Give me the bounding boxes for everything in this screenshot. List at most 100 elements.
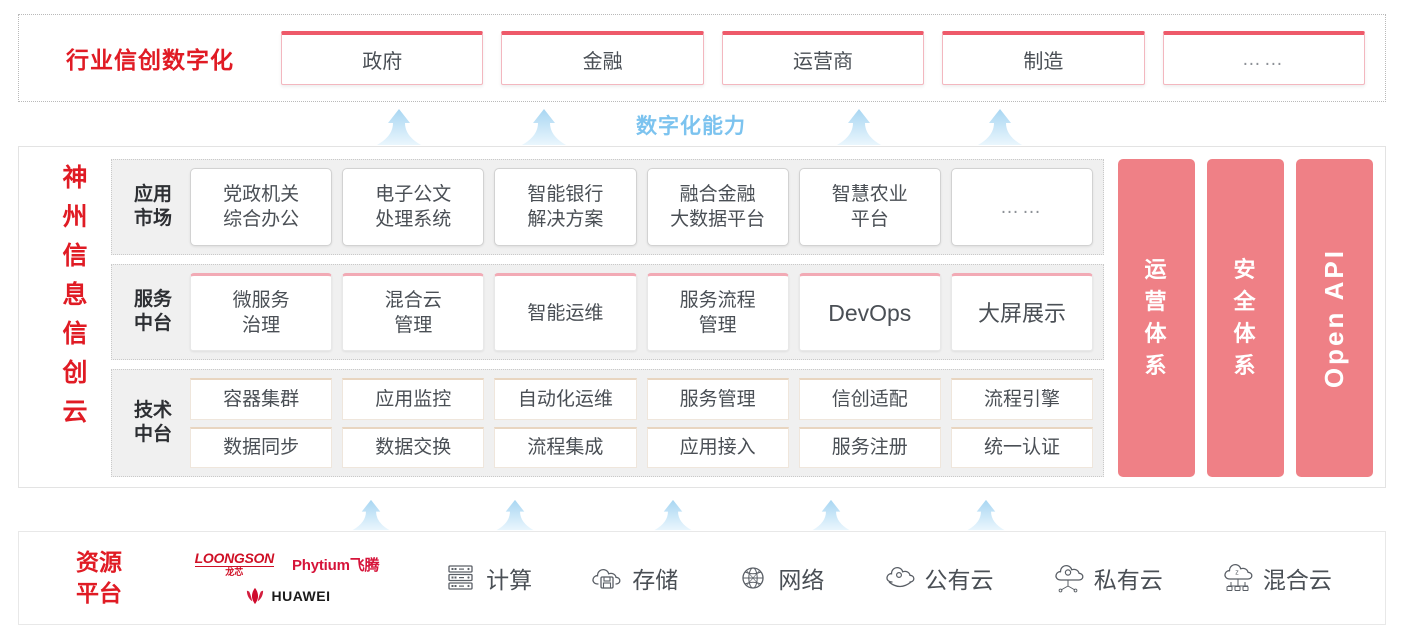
- cell-line2: 管理: [698, 315, 737, 336]
- cell-line1: 党政机关: [223, 184, 300, 205]
- cell-line2: 大数据平台: [670, 209, 766, 230]
- industry-card-operator[interactable]: 运营商: [721, 31, 925, 85]
- resource-item-label: 计算: [486, 567, 533, 593]
- pillar-open-api[interactable]: Open API: [1296, 159, 1373, 477]
- layer-label-line1: 服务: [133, 289, 172, 310]
- app-cell-e-document-system[interactable]: 电子公文处理系统: [342, 168, 485, 246]
- app-cell-smart-agriculture-platform[interactable]: 智慧农业平台: [798, 168, 941, 246]
- cell-line2: 综合办公: [223, 209, 300, 230]
- tech-cell-unified-auth[interactable]: 统一认证: [950, 426, 1094, 468]
- svc-cell-devops[interactable]: DevOps: [798, 273, 941, 351]
- app-cell-more[interactable]: ……: [950, 168, 1094, 246]
- industry-band-title: 行业信创数字化: [66, 47, 234, 73]
- up-arrow-icon: [521, 108, 567, 146]
- huawei-logo-text: HUAWEI: [271, 588, 331, 604]
- pillar-security-system[interactable]: 安全体系: [1207, 159, 1284, 477]
- cloud-layer-rows: 应用 市场 党政机关综合办公 电子公文处理系统 智能银行解决方案: [111, 159, 1104, 477]
- app-cell-party-gov-office[interactable]: 党政机关综合办公: [190, 168, 333, 246]
- tech-cell-process-integration[interactable]: 流程集成: [494, 426, 637, 468]
- cell-line1: 融合金融: [679, 184, 756, 205]
- resource-item-label: 存储: [632, 567, 679, 593]
- up-arrow-icon: [492, 499, 538, 531]
- up-arrow-icon: [977, 108, 1023, 146]
- svc-cell-microservice-governance[interactable]: 微服务治理: [190, 273, 333, 351]
- tech-cell-data-sync[interactable]: 数据同步: [190, 426, 333, 468]
- svc-cell-service-process-management[interactable]: 服务流程管理: [646, 273, 789, 351]
- vendor-logo-group: LOONGSON 龙芯 Phytium飞腾 HUAWEI: [159, 551, 415, 605]
- svg-text:z: z: [1235, 570, 1239, 577]
- layer-label-line2: 中台: [133, 313, 172, 334]
- cloud-platform-title: 神州信息信创云: [62, 164, 88, 426]
- tech-cell-data-exchange[interactable]: 数据交换: [342, 426, 485, 468]
- tech-platform-row-2: 数据同步 数据交换 流程集成 应用接入 服务注册 统一认证: [190, 426, 1094, 468]
- app-cell-finance-bigdata-platform[interactable]: 融合金融大数据平台: [646, 168, 789, 246]
- cloud-storage-icon: [592, 569, 621, 589]
- loongson-logo-cn: 龙芯: [225, 567, 244, 577]
- cell-line1: 混合云: [384, 290, 442, 311]
- cell-line2: 平台: [850, 209, 889, 230]
- svc-cell-hybrid-cloud-management[interactable]: 混合云管理: [342, 273, 485, 351]
- resource-item-label: 网络: [778, 567, 825, 593]
- up-arrow-icon: [963, 499, 1009, 531]
- layer-label-line1: 应用: [133, 184, 172, 205]
- svc-cell-intelligent-ops[interactable]: 智能运维: [494, 273, 637, 351]
- resource-platform-title: 资源 平台: [19, 547, 159, 609]
- up-arrow-icon: [376, 108, 422, 146]
- industry-card-manufacturing[interactable]: 制造: [942, 31, 1145, 85]
- layer-row-service-platform: 服务 中台 微服务治理 混合云管理 智能运维 服务流程管理: [111, 264, 1104, 360]
- cell-line2: 处理系统: [375, 209, 452, 230]
- resource-item-public-cloud[interactable]: 公有云: [883, 561, 994, 595]
- pillar-operations-system[interactable]: 运营体系: [1118, 159, 1195, 477]
- tech-platform-cells: 容器集群 应用监控 自动化运维 服务管理 信创适配 流程引擎 数据同步 数据交换…: [184, 378, 1094, 468]
- layer-label-service-platform: 服务 中台: [122, 288, 184, 336]
- tech-cell-service-management[interactable]: 服务管理: [646, 378, 789, 420]
- svc-cell-large-screen-display[interactable]: 大屏展示: [950, 273, 1094, 351]
- layer-row-tech-platform: 技术 中台 容器集群 应用监控 自动化运维 服务管理 信创适配 流程引擎: [111, 369, 1104, 477]
- cell-line1: 微服务: [232, 290, 290, 311]
- pillar-operations-label: 运营体系: [1144, 257, 1169, 378]
- layer-row-application-market: 应用 市场 党政机关综合办公 电子公文处理系统 智能银行解决方案: [111, 159, 1104, 255]
- server-icon: [448, 565, 473, 590]
- industry-card-finance[interactable]: 金融: [501, 31, 704, 85]
- resource-item-hybrid-cloud[interactable]: z 混合云: [1221, 561, 1332, 595]
- hybrid-cloud-icon: z: [1224, 564, 1253, 591]
- tech-cell-service-registry[interactable]: 服务注册: [798, 426, 941, 468]
- tech-platform-row-1: 容器集群 应用监控 自动化运维 服务管理 信创适配 流程引擎: [190, 378, 1094, 420]
- industry-band: 行业信创数字化 政府 金融 运营商 制造 ……: [18, 14, 1386, 102]
- tech-cell-xinchuang-adaptation[interactable]: 信创适配: [798, 378, 941, 420]
- tech-cell-process-engine[interactable]: 流程引擎: [950, 378, 1094, 420]
- huawei-logo: HUAWEI: [244, 587, 331, 605]
- cell-line1: 服务流程: [679, 290, 756, 311]
- network-icon: [742, 567, 765, 589]
- resource-item-network[interactable]: 网络: [736, 561, 824, 595]
- loongson-logo-en: LOONGSON: [194, 550, 274, 567]
- up-arrow-icon: [650, 499, 696, 531]
- layer-label-line2: 中台: [133, 424, 172, 445]
- cell-line2: 管理: [394, 315, 433, 336]
- resource-item-private-cloud[interactable]: 私有云: [1052, 561, 1163, 595]
- resource-platform-panel: 资源 平台 LOONGSON 龙芯 Phytium飞腾: [18, 531, 1386, 625]
- tech-cell-automated-ops[interactable]: 自动化运维: [494, 378, 637, 420]
- huawei-petal-icon: [246, 587, 263, 605]
- industry-card-more[interactable]: ……: [1162, 31, 1366, 85]
- capability-label: 数字化能力: [636, 115, 746, 138]
- app-cell-smart-bank-solution[interactable]: 智能银行解决方案: [494, 168, 637, 246]
- tech-cell-container-cluster[interactable]: 容器集群: [190, 378, 333, 420]
- resource-item-label: 公有云: [924, 567, 994, 593]
- capability-arrow-row-lower: [0, 489, 1402, 531]
- vendor-logo-row-1: LOONGSON 龙芯 Phytium飞腾: [194, 550, 380, 578]
- cell-line2: 治理: [242, 315, 281, 336]
- resource-item-storage[interactable]: 存储: [590, 561, 678, 595]
- tech-cell-app-monitoring[interactable]: 应用监控: [342, 378, 485, 420]
- up-arrow-icon: [836, 108, 882, 146]
- public-cloud-icon: [885, 567, 914, 588]
- capability-arrow-row-upper: 数字化能力: [0, 104, 1402, 146]
- service-platform-cells: 微服务治理 混合云管理 智能运维 服务流程管理 DevOps 大屏展示: [184, 273, 1094, 351]
- cell-line2: 解决方案: [527, 209, 604, 230]
- tech-cell-app-access[interactable]: 应用接入: [646, 426, 789, 468]
- loongson-logo: LOONGSON 龙芯: [194, 550, 274, 578]
- industry-card-government[interactable]: 政府: [281, 31, 484, 85]
- phytium-logo: Phytium飞腾: [291, 557, 380, 574]
- cell-line1: 智能银行: [527, 184, 604, 205]
- resource-item-compute[interactable]: 计算: [444, 561, 532, 595]
